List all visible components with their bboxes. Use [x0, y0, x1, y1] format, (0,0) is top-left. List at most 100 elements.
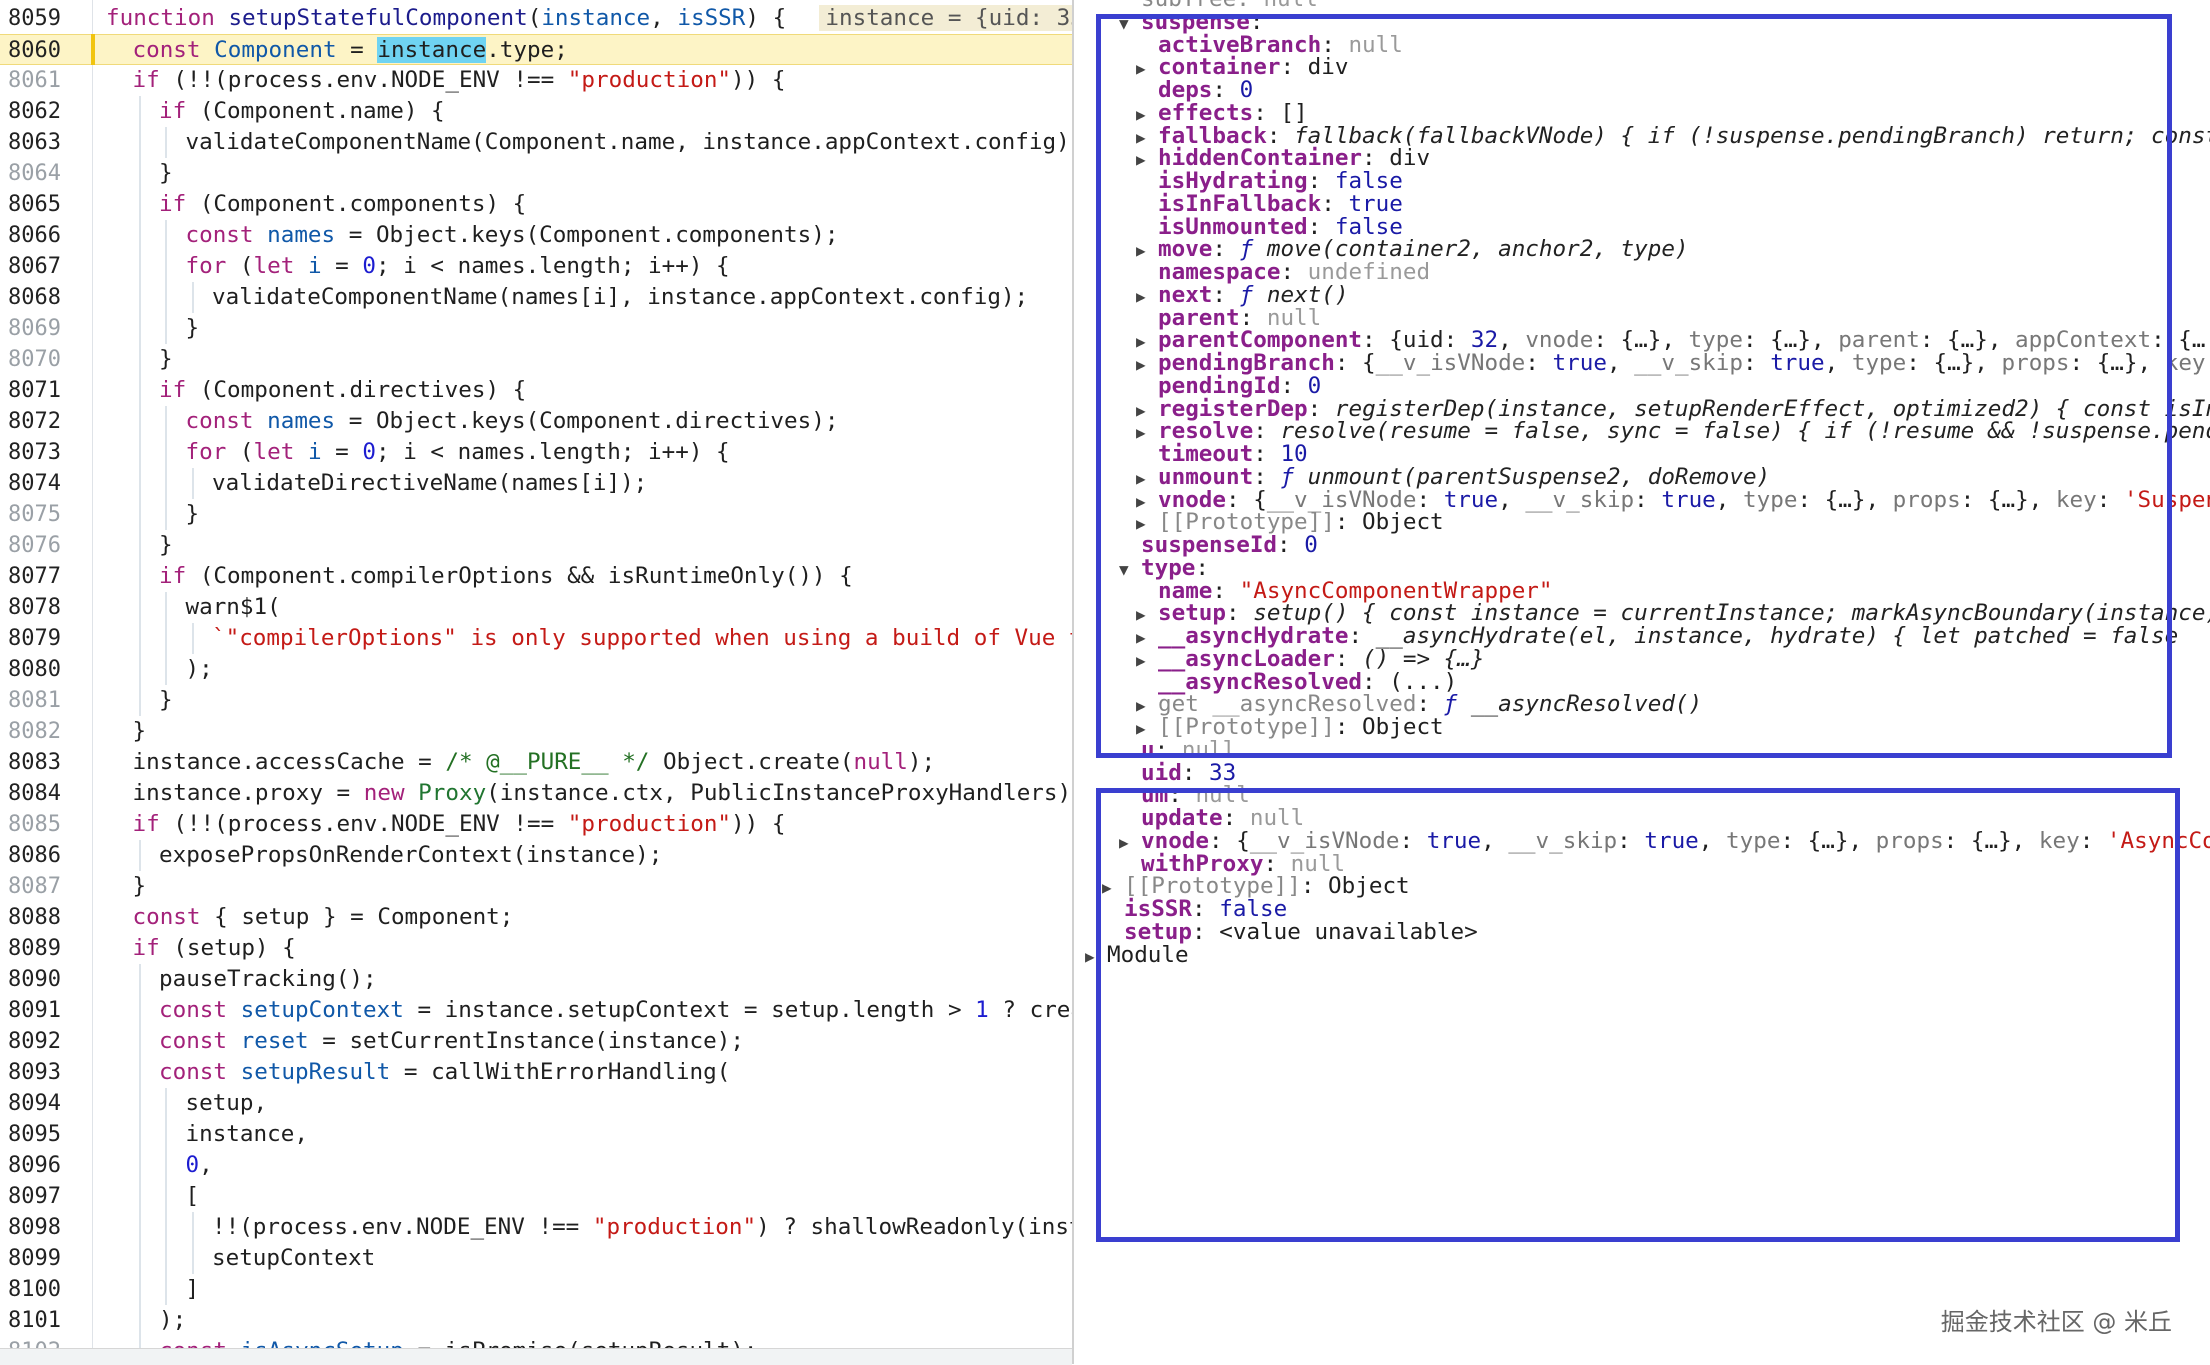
scope-property-row[interactable]: ▶parentComponent: {uid: 32, vnode: {…}, …	[1136, 329, 2205, 354]
scope-property-row[interactable]: isUnmounted: false	[1136, 215, 1403, 239]
collapsed-triangle-icon[interactable]: ▶	[1136, 332, 1146, 352]
line-number[interactable]: 8084	[8, 781, 61, 806]
collapsed-triangle-icon[interactable]: ▶	[1136, 491, 1146, 511]
line-number[interactable]: 8061	[8, 68, 61, 93]
line-number[interactable]: 8066	[8, 223, 61, 248]
collapsed-triangle-icon[interactable]: ▶	[1136, 514, 1146, 534]
collapsed-triangle-icon[interactable]: ▶	[1136, 696, 1146, 716]
code-line[interactable]: 8098!!(process.env.NODE_ENV !== "product…	[0, 1212, 1072, 1243]
line-number[interactable]: 8079	[8, 626, 61, 651]
collapsed-triangle-icon[interactable]: ▶	[1136, 400, 1146, 420]
scope-property-row[interactable]: ▼type:	[1119, 556, 1209, 582]
scope-property-row[interactable]: ▶__asyncLoader: () => {…}	[1136, 647, 1485, 673]
scope-property-row[interactable]: suspenseId: 0	[1119, 534, 1318, 557]
collapsed-triangle-icon[interactable]: ▶	[1136, 104, 1146, 124]
expanded-triangle-icon[interactable]: ▼	[1119, 13, 1129, 33]
scope-property-row[interactable]: ▶vnode: {__v_isVNode: true, __v_skip: tr…	[1119, 829, 2210, 855]
scope-property-row[interactable]: ▶Module	[1085, 943, 1189, 969]
collapsed-triangle-icon[interactable]: ▶	[1136, 468, 1146, 488]
scope-property-row[interactable]: ▶fallback: fallback(fallbackVNode) { if …	[1136, 124, 2210, 150]
scope-property-row[interactable]: update: null	[1119, 807, 1304, 830]
code-line[interactable]: 8100]	[0, 1274, 1072, 1305]
line-number[interactable]: 8075	[8, 502, 61, 527]
line-number[interactable]: 8059	[8, 6, 61, 31]
scope-property-row[interactable]: ▶resolve: resolve(resume = false, sync =…	[1136, 420, 2210, 445]
scope-property-row[interactable]: namespace: undefined	[1136, 261, 1430, 284]
code-line[interactable]: 8076}	[0, 530, 1072, 561]
collapsed-triangle-icon[interactable]: ▶	[1136, 423, 1146, 443]
line-number[interactable]: 8088	[8, 905, 61, 930]
line-number[interactable]: 8073	[8, 440, 61, 465]
line-number[interactable]: 8102	[0, 1336, 64, 1348]
code-line[interactable]: 8102const isAsyncSetup = isPromise(setup…	[0, 1336, 1072, 1348]
line-number[interactable]: 8095	[8, 1122, 61, 1147]
line-number[interactable]: 8093	[8, 1060, 61, 1085]
expanded-triangle-icon[interactable]: ▼	[1119, 559, 1129, 579]
code-line[interactable]: 8081}	[0, 685, 1072, 716]
scope-property-row[interactable]: parent: null	[1136, 306, 1321, 330]
line-number[interactable]: 8092	[8, 1029, 61, 1054]
line-number[interactable]: 8083	[8, 750, 61, 775]
line-number[interactable]: 8098	[8, 1215, 61, 1240]
scope-property-row[interactable]: ▶container: div	[1136, 56, 1348, 81]
line-number[interactable]: 8090	[8, 967, 61, 992]
line-number[interactable]: 8065	[8, 192, 61, 217]
scope-property-row[interactable]: ▶effects: []	[1136, 101, 1308, 127]
line-number[interactable]: 8101	[8, 1308, 61, 1333]
scope-property-row[interactable]: ▶next: ƒ next()	[1136, 283, 1348, 309]
scope-property-row[interactable]: ▶registerDep: registerDep(instance, setu…	[1136, 397, 2210, 423]
line-number[interactable]: 8076	[8, 533, 61, 558]
scope-property-row[interactable]: name: "AsyncComponentWrapper"	[1136, 579, 1553, 603]
scope-property-row[interactable]: isHydrating: false	[1136, 170, 1403, 193]
scope-property-row[interactable]: deps: 0	[1136, 79, 1253, 102]
line-number[interactable]: 8081	[8, 688, 61, 713]
line-number[interactable]: 8067	[8, 254, 61, 279]
code-line[interactable]: 8079`"compilerOptions" is only supported…	[0, 623, 1072, 654]
code-line[interactable]: 8101);	[0, 1305, 1072, 1336]
line-number[interactable]: 8094	[8, 1091, 61, 1116]
scope-property-row[interactable]: isSSR: false	[1102, 898, 1287, 921]
line-number[interactable]: 8085	[8, 812, 61, 837]
scope-variables-panel[interactable]: subTree: null▼suspense:activeBranch: nul…	[1074, 0, 2210, 1364]
scope-property-row[interactable]: ▶hiddenContainer: div	[1136, 147, 1430, 172]
scope-property-row[interactable]: __asyncResolved: (...)	[1136, 670, 1457, 694]
code-line[interactable]: 8097[	[0, 1181, 1072, 1212]
scope-property-row[interactable]: ▶[[Prototype]]: Object	[1136, 511, 1444, 536]
code-line[interactable]: 8075}	[0, 499, 1072, 530]
line-number[interactable]: 8097	[8, 1184, 61, 1209]
line-number[interactable]: 8082	[8, 719, 61, 744]
scope-property-row[interactable]: ▶move: ƒ move(container2, anchor2, type)	[1136, 238, 1689, 263]
collapsed-triangle-icon[interactable]: ▶	[1136, 286, 1146, 306]
code-line[interactable]: 8069}	[0, 313, 1072, 344]
line-number[interactable]: 8060	[8, 38, 61, 63]
line-number[interactable]: 8086	[8, 843, 61, 868]
line-number[interactable]: 8078	[8, 595, 61, 620]
code-line[interactable]: 8064}	[0, 158, 1072, 189]
scope-property-row[interactable]: setup: <value unavailable>	[1102, 920, 1478, 944]
code-line[interactable]: 8082}	[0, 716, 1072, 747]
scope-property-row[interactable]: uid: 33	[1119, 761, 1236, 785]
scope-property-row[interactable]: ▶vnode: {__v_isVNode: true, __v_skip: tr…	[1136, 488, 2210, 514]
scope-property-row[interactable]: ▶[[Prototype]]: Object	[1136, 716, 1444, 741]
scope-property-row[interactable]: isInFallback: true	[1136, 192, 1403, 216]
collapsed-triangle-icon[interactable]: ▶	[1136, 355, 1146, 374]
